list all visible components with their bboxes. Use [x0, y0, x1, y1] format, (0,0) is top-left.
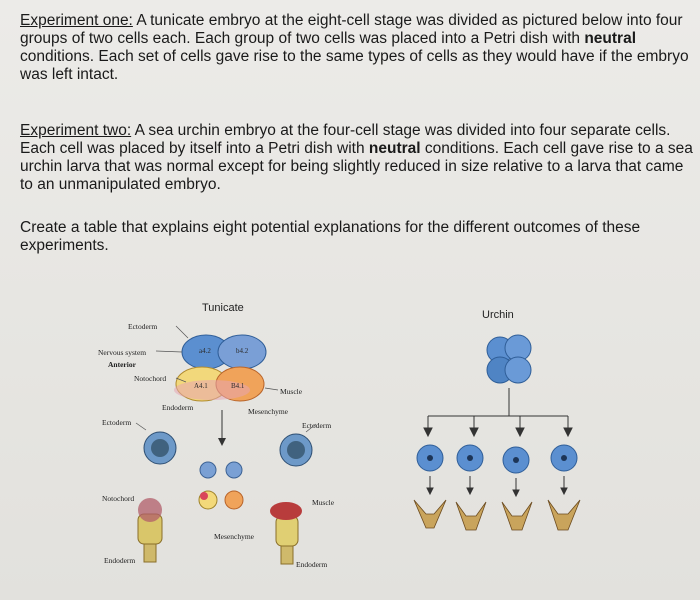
label-ectoderm-left: Ectoderm [102, 418, 132, 427]
cell-a42: a4.2 [199, 347, 211, 355]
urchin-isolated-cells [416, 444, 578, 474]
label-notochord-lower: Notochord [102, 494, 135, 503]
urchin-tree [423, 388, 573, 438]
label-endoderm-right-lower: Endoderm [296, 560, 328, 569]
urchin-title: Urchin [482, 309, 514, 321]
label-muscle: Muscle [280, 387, 303, 396]
urchin-small-arrows [426, 476, 568, 498]
experiment-one-paragraph: Experiment one: A tunicate embryo at the… [20, 12, 695, 84]
embryo-figure: Tunicate Urchin Ectoderm Nervous system … [90, 290, 690, 590]
figure-drawing: a4.2 b4.2 A4.1 B4.1 [135, 325, 581, 565]
label-mesenchyme: Mesenchyme [248, 407, 288, 416]
experiment-two-heading: Experiment two: [20, 122, 132, 139]
label-endoderm-lower: Endoderm [104, 556, 136, 565]
label-ectoderm-right: Ectoderm [302, 421, 332, 430]
experiment-one-text-a: A tunicate embryo at the eight-cell stag… [20, 12, 683, 47]
label-endoderm: Endoderm [162, 403, 194, 412]
experiment-one-text-b: conditions. Each set of cells gave rise … [20, 48, 689, 83]
isolated-cell-pairs [143, 431, 313, 510]
label-mesenchyme-lower: Mesenchyme [214, 532, 254, 541]
label-notochord: Notochord [134, 374, 167, 383]
cell-b42: b4.2 [236, 347, 249, 355]
experiment-one-heading: Experiment one: [20, 12, 133, 29]
experiment-two-paragraph: Experiment two: A sea urchin embryo at t… [20, 122, 695, 194]
cell-a41: A4.1 [194, 382, 208, 390]
label-ectoderm: Ectoderm [128, 322, 158, 331]
urchin-larvae [413, 499, 581, 531]
experiment-two-bold: neutral [368, 140, 421, 157]
experiment-two-text-b: conditions. Each cell gave rise to a sea… [20, 140, 693, 193]
down-arrow-head [218, 438, 226, 446]
experiment-two-text-a: A sea urchin embryo at the four-cell sta… [20, 122, 671, 157]
experiment-one-bold: neutral [584, 30, 637, 47]
label-anterior: Anterior [108, 360, 136, 369]
tunicate-embryo [174, 334, 267, 402]
label-nervous-system: Nervous system [98, 348, 147, 357]
label-muscle-lower: Muscle [312, 498, 335, 507]
tunicate-outcomes [137, 498, 302, 565]
cell-b41: B4.1 [231, 382, 245, 390]
leader-lines [135, 325, 317, 433]
tunicate-title: Tunicate [202, 302, 244, 314]
task-paragraph: Create a table that explains eight poten… [20, 219, 641, 254]
urchin-embryo [486, 334, 532, 384]
